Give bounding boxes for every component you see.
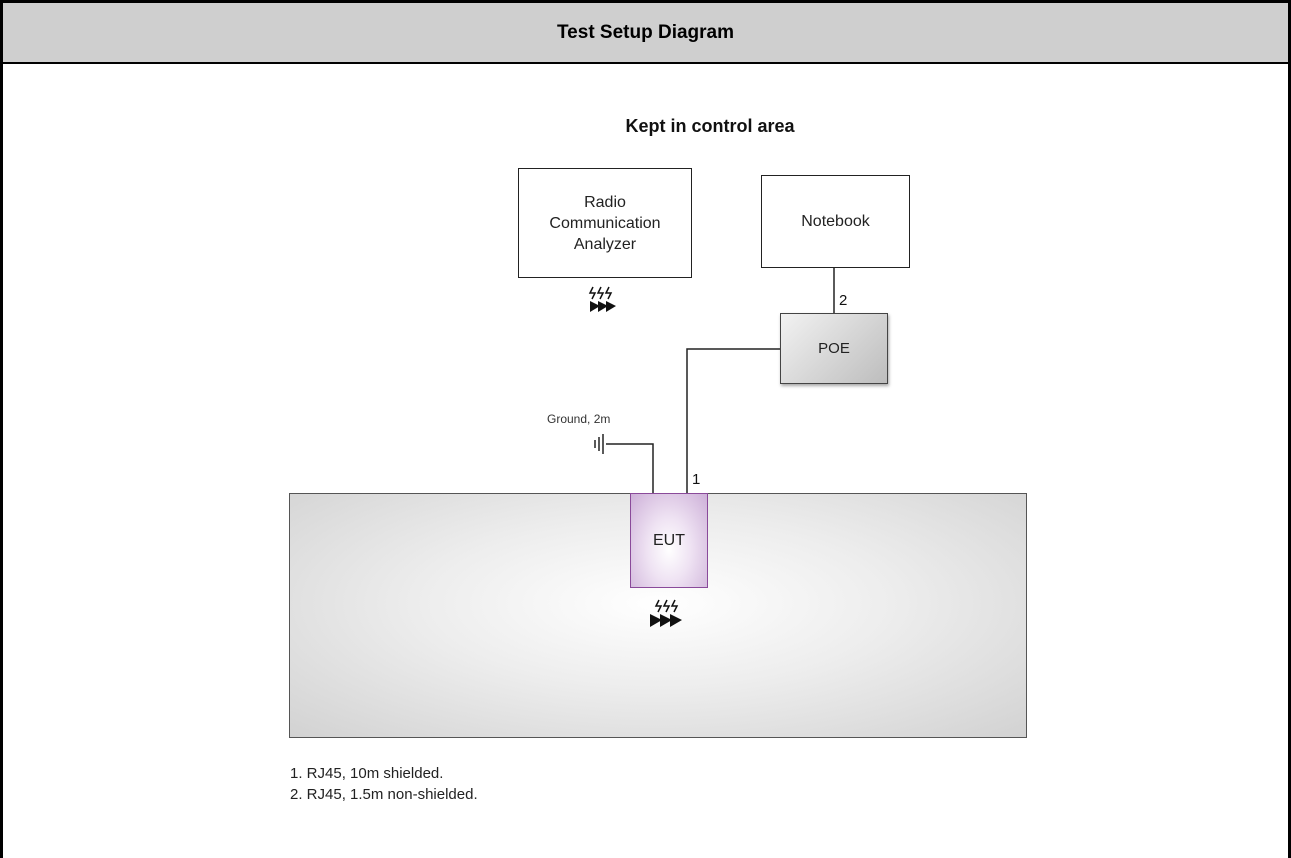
cable-2-number: 2	[839, 292, 848, 309]
ground-icon	[594, 434, 604, 454]
header-title: Test Setup Diagram	[3, 3, 1288, 64]
antenna-icon	[650, 599, 682, 627]
poe-label: POE	[818, 340, 850, 357]
cable-1-number: 1	[692, 471, 701, 488]
ground-label: Ground, 2m	[547, 412, 611, 426]
antenna-icon	[588, 286, 616, 312]
note-1: 1. RJ45, 10m shielded.	[290, 765, 444, 782]
poe-box: POE	[780, 313, 888, 384]
notebook-box: Notebook	[761, 175, 910, 268]
diagram-subtitle: Kept in control area	[625, 116, 795, 136]
eut-box: EUT	[630, 493, 708, 588]
rca-label-line1: Radio	[584, 193, 626, 211]
cable-1-line	[686, 348, 780, 493]
radio-communication-analyzer-box: Radio Communication Analyzer	[518, 168, 692, 278]
notebook-label: Notebook	[801, 213, 870, 230]
ground-line	[606, 443, 654, 493]
rca-label-line3: Analyzer	[573, 235, 637, 253]
eut-label: EUT	[653, 531, 685, 549]
rca-label-line2: Communication	[549, 214, 661, 232]
note-2: 2. RJ45, 1.5m non-shielded.	[290, 786, 478, 803]
